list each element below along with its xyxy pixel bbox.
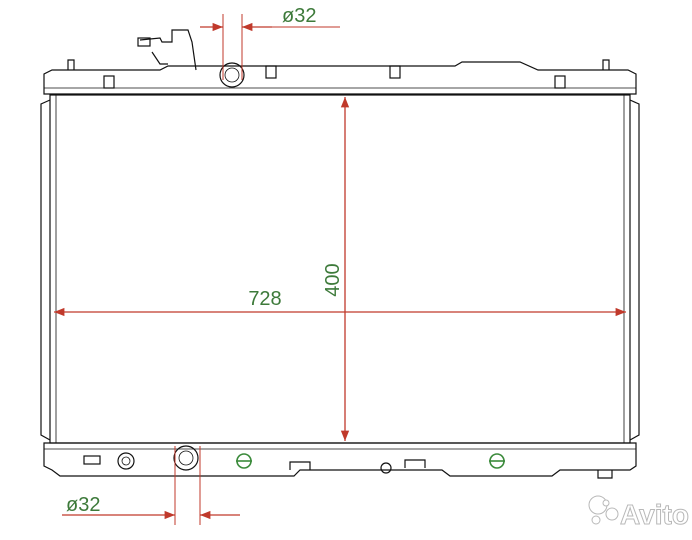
top-clip-1 xyxy=(103,75,115,89)
top-right-pin xyxy=(602,59,610,70)
bottom-sensor xyxy=(380,462,392,474)
bottom-right-pin xyxy=(597,470,613,479)
top-outlet-pipe xyxy=(219,62,245,88)
oil-cooler-fittings xyxy=(236,453,505,469)
drain-plug xyxy=(117,452,135,470)
top-tank xyxy=(43,29,637,95)
dimension-lines xyxy=(54,14,626,525)
bottom-tank-outline xyxy=(43,442,637,477)
side-brackets xyxy=(40,99,640,441)
top-clip-3 xyxy=(389,65,401,79)
bottom-bracket-1 xyxy=(289,461,311,470)
right-side-bracket xyxy=(629,99,640,441)
top-left-pin xyxy=(67,59,75,70)
bottom-bracket-2 xyxy=(404,459,426,468)
top-clip-2 xyxy=(265,65,277,79)
filler-neck xyxy=(139,29,197,71)
top-tank-outline xyxy=(43,61,637,95)
bottom-pipe-diameter-label: ø32 xyxy=(66,494,100,516)
avito-watermark: Avito xyxy=(588,495,689,531)
avito-logo-dots-icon xyxy=(588,495,619,525)
width-dimension-label: 728 xyxy=(248,288,281,310)
bottom-inlet-pipe xyxy=(173,445,199,471)
bottom-tank xyxy=(43,442,637,479)
height-dimension-label: 400 xyxy=(322,263,344,296)
top-clip-4 xyxy=(554,75,566,89)
filler-cap-tab xyxy=(137,37,151,47)
top-pipe-diameter-label: ø32 xyxy=(282,5,316,27)
bottom-clip-left xyxy=(83,455,101,465)
filler-neck-base xyxy=(151,51,168,65)
left-side-bracket xyxy=(40,99,51,441)
watermark-text: Avito xyxy=(620,499,689,530)
